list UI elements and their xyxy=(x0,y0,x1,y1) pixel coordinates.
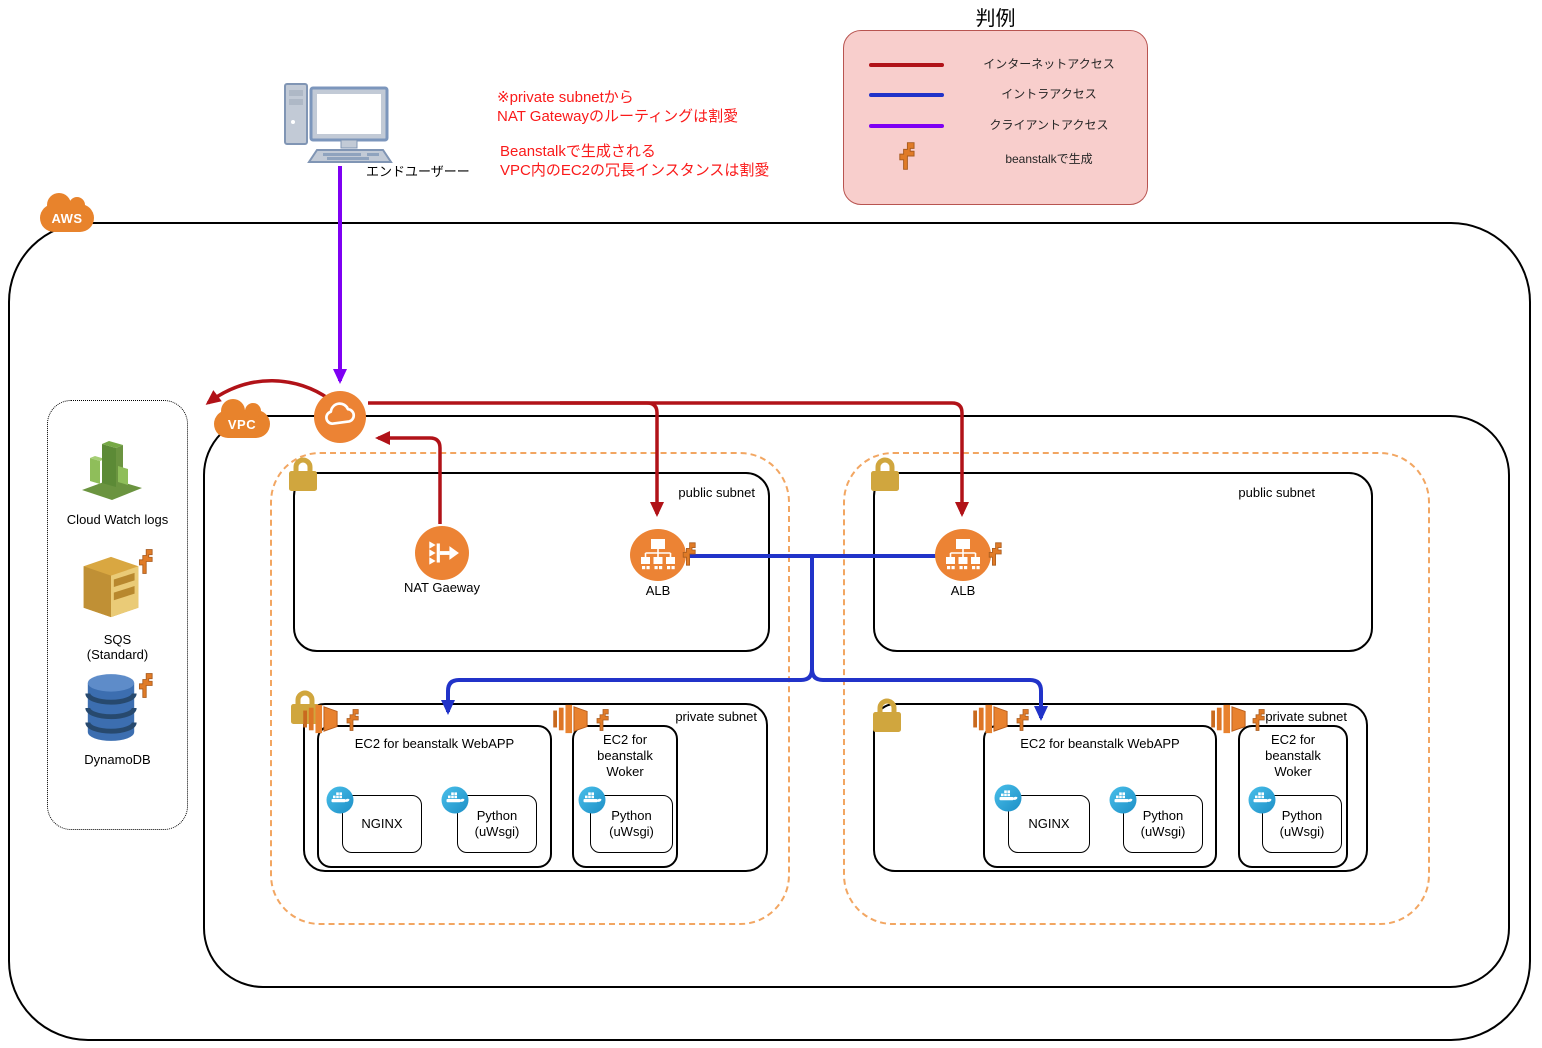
ec2-webapp-1-title: EC2 for beanstalk WebAPP xyxy=(354,736,515,751)
nat-gateway-label: NAT Gaeway xyxy=(403,580,481,595)
ec2-beanstalk-icon xyxy=(973,704,1008,734)
container-python-worker-2: Python (uWsgi) xyxy=(1262,795,1342,853)
alb-1-icon xyxy=(630,529,686,581)
end-user-computer-icon xyxy=(284,83,393,163)
docker-icon xyxy=(326,786,354,814)
beanstalk-key-icon xyxy=(1016,709,1029,731)
dynamodb-icon xyxy=(85,674,137,741)
ec2-webapp-2-title: EC2 for beanstalk WebAPP xyxy=(1020,736,1180,751)
sqs-label: SQS (Standard) xyxy=(86,632,149,662)
cloudwatch-logs-label: Cloud Watch logs xyxy=(66,512,169,527)
container-python-2: Python (uWsgi) xyxy=(1123,795,1203,853)
lock-icon-private-2 xyxy=(873,698,901,732)
beanstalk-generated-label: beanstalkで生成 xyxy=(1005,152,1093,166)
beanstalk-key-icon xyxy=(138,673,153,698)
beanstalk-key-icon xyxy=(1252,709,1265,731)
lock-icon-public-2 xyxy=(871,457,899,491)
private-subnet-1-label: private subnet xyxy=(675,709,757,724)
external-services-panel xyxy=(47,400,188,830)
ec2-beanstalk-icon xyxy=(1211,704,1246,734)
note-nat-routing: ※private subnetから NAT Gatewayのルーティングは割愛 xyxy=(497,89,739,125)
client-access-swatch xyxy=(869,124,944,128)
ec2-worker-1-title: EC2 for beanstalk Woker xyxy=(597,732,653,779)
beanstalk-key-icon xyxy=(682,542,696,566)
legend-title: 判例 xyxy=(975,8,1016,30)
sqs-icon xyxy=(83,556,139,618)
alb-glyph xyxy=(946,539,980,570)
intra-access-swatch xyxy=(869,93,944,97)
alb-2-label: ALB xyxy=(950,583,976,598)
docker-icon xyxy=(1109,786,1137,814)
alb-glyph xyxy=(641,539,675,570)
nat-gateway-icon xyxy=(415,526,469,580)
internet-access-swatch xyxy=(869,63,944,67)
ec2-worker-box-1 xyxy=(572,725,678,868)
ec2-beanstalk-icon xyxy=(303,704,338,734)
public-subnet-2 xyxy=(873,472,1373,652)
beanstalk-key-icon xyxy=(346,709,359,731)
ec2-worker-2-title: EC2 for beanstalk Woker xyxy=(1265,732,1321,779)
beanstalk-key-icon xyxy=(596,709,609,731)
docker-icon xyxy=(578,786,606,814)
beanstalk-key-icon xyxy=(988,542,1002,566)
ec2-webapp-box-1 xyxy=(317,725,552,868)
alb-1-label: ALB xyxy=(645,583,671,598)
private-subnet-2-label: private subnet xyxy=(1265,709,1347,724)
internet-access-label: インターネットアクセス xyxy=(983,57,1115,71)
end-user-label: エンドユーザーー xyxy=(366,164,470,179)
ec2-beanstalk-icon xyxy=(553,704,588,734)
legend-panel: インターネットアクセス イントラアクセス クライアントアクセス beanstal… xyxy=(843,30,1148,205)
public-subnet-2-label: public subnet xyxy=(1238,485,1315,500)
public-subnet-1-label: public subnet xyxy=(678,485,755,500)
nat-glyph xyxy=(429,541,459,565)
aws-cloud-boundary xyxy=(8,222,1531,1041)
lock-icon-public-1 xyxy=(289,457,317,491)
docker-icon xyxy=(1248,786,1276,814)
container-python-1: Python (uWsgi) xyxy=(457,795,537,853)
container-nginx-2: NGINX xyxy=(1008,795,1090,853)
note-redundant-instances: Beanstalkで生成される VPC内のEC2の冗長インスタンスは割愛 xyxy=(500,143,770,179)
beanstalk-key-icon xyxy=(138,549,153,574)
vpc-label: VPC xyxy=(227,416,257,432)
cloud-glyph xyxy=(325,402,356,425)
aws-label: AWS xyxy=(51,210,83,226)
dynamodb-label: DynamoDB xyxy=(84,752,151,767)
ec2-webapp-box-2 xyxy=(983,725,1217,868)
vpc-label-cloud: VPC xyxy=(214,399,270,438)
beanstalk-key-icon xyxy=(899,142,915,170)
aws-label-cloud: AWS xyxy=(40,193,94,232)
cloudwatch-logs-icon xyxy=(82,441,142,500)
client-access-label: クライアントアクセス xyxy=(989,118,1109,132)
docker-icon xyxy=(994,784,1022,812)
docker-icon xyxy=(441,786,469,814)
ec2-worker-box-2 xyxy=(1238,725,1348,868)
intra-access-label: イントラアクセス xyxy=(1001,87,1097,101)
private-subnet-2 xyxy=(873,703,1368,872)
container-python-worker-1: Python (uWsgi) xyxy=(590,795,673,853)
container-nginx-1: NGINX xyxy=(342,795,422,853)
alb-2-icon xyxy=(935,529,991,581)
internet-gateway-icon xyxy=(314,391,366,443)
